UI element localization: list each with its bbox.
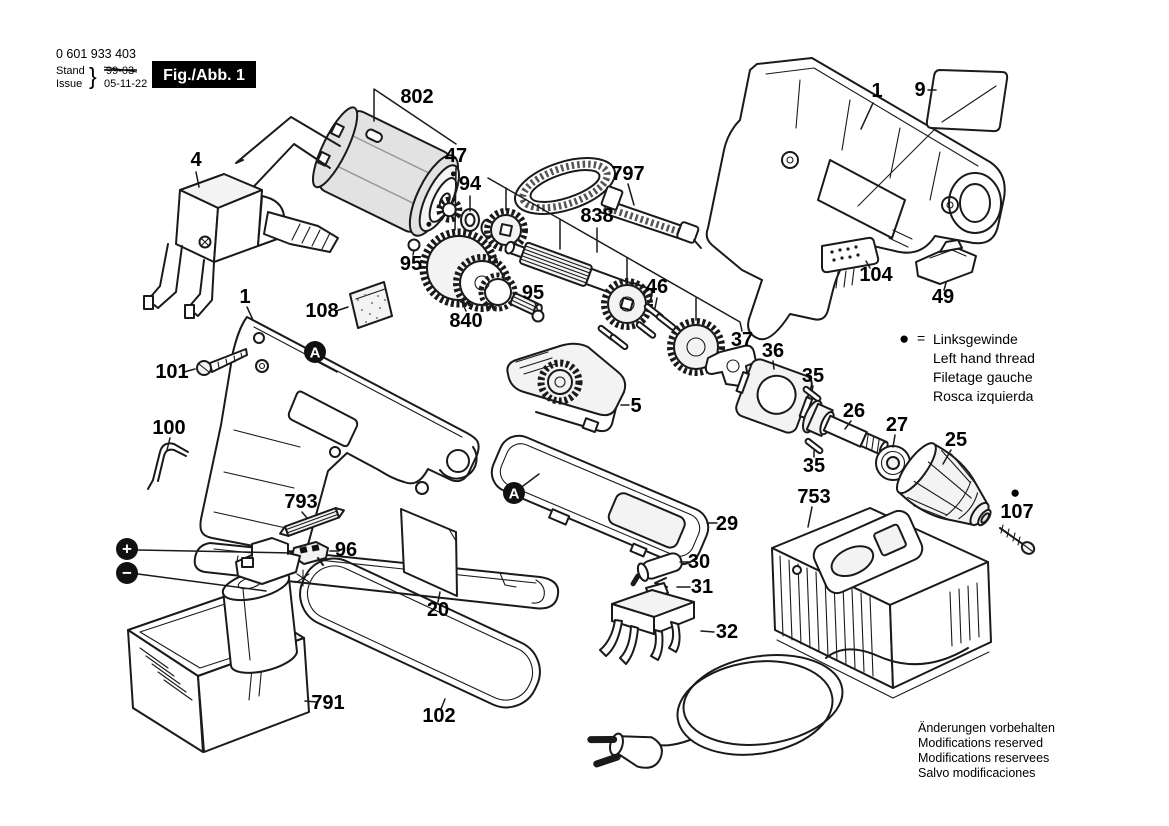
left-hand-thread-dot-icon: ●	[1010, 483, 1020, 502]
plus-icon: +	[122, 540, 132, 559]
minus-icon: −	[122, 564, 132, 583]
callout-35-lower: 35	[803, 455, 825, 477]
stand-label: Stand	[56, 65, 85, 77]
callout-36: 36	[762, 340, 784, 362]
callout-37: 37	[731, 329, 753, 351]
battery-contact-drawing	[235, 537, 310, 587]
callout-101: 101	[155, 361, 188, 383]
circuit-board-104-drawing	[821, 236, 880, 289]
callout-100: 100	[152, 417, 185, 439]
callout-753: 753	[797, 486, 830, 508]
callout-840: 840	[449, 310, 482, 332]
callout-5: 5	[630, 395, 641, 417]
callout-108: 108	[305, 300, 338, 322]
pins-46-drawing	[597, 303, 677, 351]
figure-label-box	[152, 61, 256, 88]
charger-753-drawing	[587, 507, 992, 769]
leader-lines	[137, 88, 952, 710]
callout-797: 797	[611, 163, 644, 185]
callout-793: 793	[284, 491, 317, 513]
modifications-notice: Änderungen vorbehalten Modifications res…	[918, 721, 1055, 780]
slider-32-drawing	[599, 582, 695, 665]
label-sticker-20-drawing	[400, 508, 458, 597]
callout-96: 96	[335, 539, 357, 561]
legend-line-en: Left hand thread	[933, 350, 1035, 366]
issue-label: Issue	[56, 78, 82, 90]
polarity-minus-badge: −	[116, 562, 138, 584]
title-block: 0 601 933 403 Stand Issue } 99-03 05-11-…	[56, 47, 256, 90]
detail-marker-a-left-label: A	[310, 345, 321, 362]
stand-value-strikethrough-2	[103, 66, 138, 73]
foam-pad-108-drawing	[349, 281, 393, 329]
bit-clip-96-drawing	[291, 541, 329, 566]
callout-32: 32	[716, 621, 738, 643]
callout-26: 26	[843, 400, 865, 422]
spring-clip-100-drawing	[147, 442, 189, 490]
callout-838: 838	[580, 205, 613, 227]
button-30-drawing	[630, 552, 683, 587]
driver-bit-793-drawing	[279, 507, 345, 537]
callout-49: 49	[932, 286, 954, 308]
polarity-plus-badge: +	[116, 538, 138, 560]
legend-dot-icon: ●	[899, 329, 909, 348]
callout-791: 791	[311, 692, 344, 714]
callout-30: 30	[688, 551, 710, 573]
footer-line-en: Modifications reserved	[918, 736, 1043, 750]
switch-4-drawing	[143, 173, 339, 319]
callout-9: 9	[914, 79, 925, 101]
footer-line-de: Änderungen vorbehalten	[918, 721, 1055, 735]
callout-104: 104	[859, 264, 893, 286]
callout-27: 27	[886, 414, 908, 436]
detail-marker-a-center: A	[503, 482, 525, 504]
label-sticker-9-drawing	[925, 69, 1009, 133]
power-cable-drawing	[647, 647, 969, 756]
callout-20: 20	[427, 599, 449, 621]
callout-46: 46	[646, 276, 668, 298]
power-plug-drawing	[587, 732, 663, 769]
cover-plate-29-drawing	[490, 434, 710, 566]
left-hand-thread-legend: ● = Linksgewinde Left hand thread Fileta…	[899, 329, 1035, 404]
legend-line-es: Rosca izquierda	[933, 388, 1034, 404]
battery-pack-791-drawing	[127, 537, 310, 753]
detail-marker-a-left: A	[304, 341, 326, 363]
callout-802: 802	[400, 86, 433, 108]
figure-label: Fig./Abb. 1	[163, 67, 245, 84]
issue-value: 05-11-22	[104, 78, 147, 90]
legend-equals: =	[917, 330, 925, 346]
callout-102: 102	[422, 705, 455, 727]
footer-line-fr: Modifications reservees	[918, 751, 1049, 765]
chuck-25-drawing	[896, 442, 992, 527]
callout-1-right: 1	[871, 80, 882, 102]
legend-line-fr: Filetage gauche	[933, 369, 1033, 385]
strap-797-drawing	[513, 157, 702, 249]
callout-29: 29	[716, 513, 738, 535]
callout-31: 31	[691, 576, 713, 598]
clutch-plate-5-drawing	[506, 342, 627, 434]
callout-25: 25	[945, 429, 967, 451]
gear-train-drawing	[407, 208, 911, 481]
brace-glyph: }	[89, 63, 97, 89]
callout-4: 4	[190, 149, 202, 171]
callout-94: 94	[459, 173, 482, 195]
footer-line-es: Salvo modificaciones	[918, 766, 1035, 780]
detail-marker-a-center-label: A	[509, 486, 520, 503]
callout-35-upper: 35	[802, 365, 824, 387]
latch-49-drawing	[915, 239, 977, 285]
screw-107-drawing	[999, 524, 1036, 555]
callout-labels: 802 47 94 797 838 4 1 108 95 840 95 46 3…	[152, 79, 1033, 727]
callout-47: 47	[445, 145, 467, 167]
document-part-number: 0 601 933 403	[56, 47, 136, 61]
screw-101-drawing	[196, 348, 248, 376]
callout-1-left: 1	[239, 286, 250, 308]
callout-107: 107	[1000, 501, 1033, 523]
callout-95-right: 95	[522, 282, 544, 304]
callout-95-left: 95	[400, 253, 422, 275]
legend-line-de: Linksgewinde	[933, 331, 1018, 347]
